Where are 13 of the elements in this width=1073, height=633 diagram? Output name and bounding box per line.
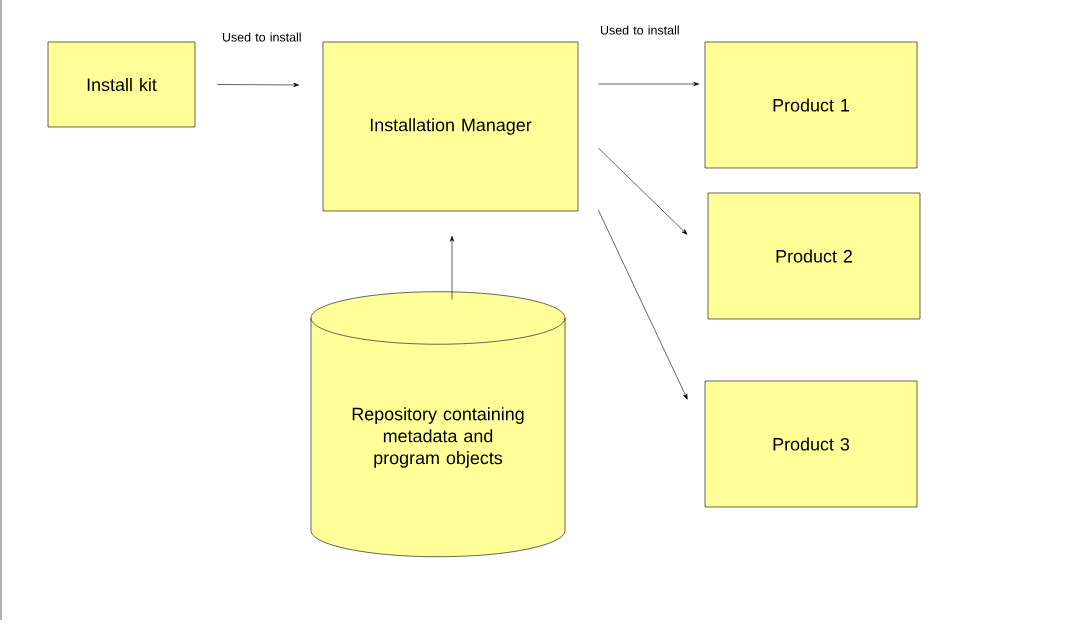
process-box: Installation Manager: [322, 41, 579, 212]
arrow: [598, 81, 700, 87]
arrow: [217, 82, 300, 88]
process-box: Install kit: [47, 41, 196, 128]
process-box: Product 1: [704, 41, 918, 169]
edge-label: Used to install: [600, 25, 679, 35]
process-box: Product 3: [704, 380, 918, 508]
arrow: [449, 235, 455, 300]
database-cylinder: Repository containing metadata and program objects: [310, 291, 566, 557]
edge-label: Used to install: [222, 32, 301, 42]
arrow: [598, 209, 688, 400]
arrow: [598, 147, 688, 235]
process-box: Product 2: [707, 192, 921, 320]
